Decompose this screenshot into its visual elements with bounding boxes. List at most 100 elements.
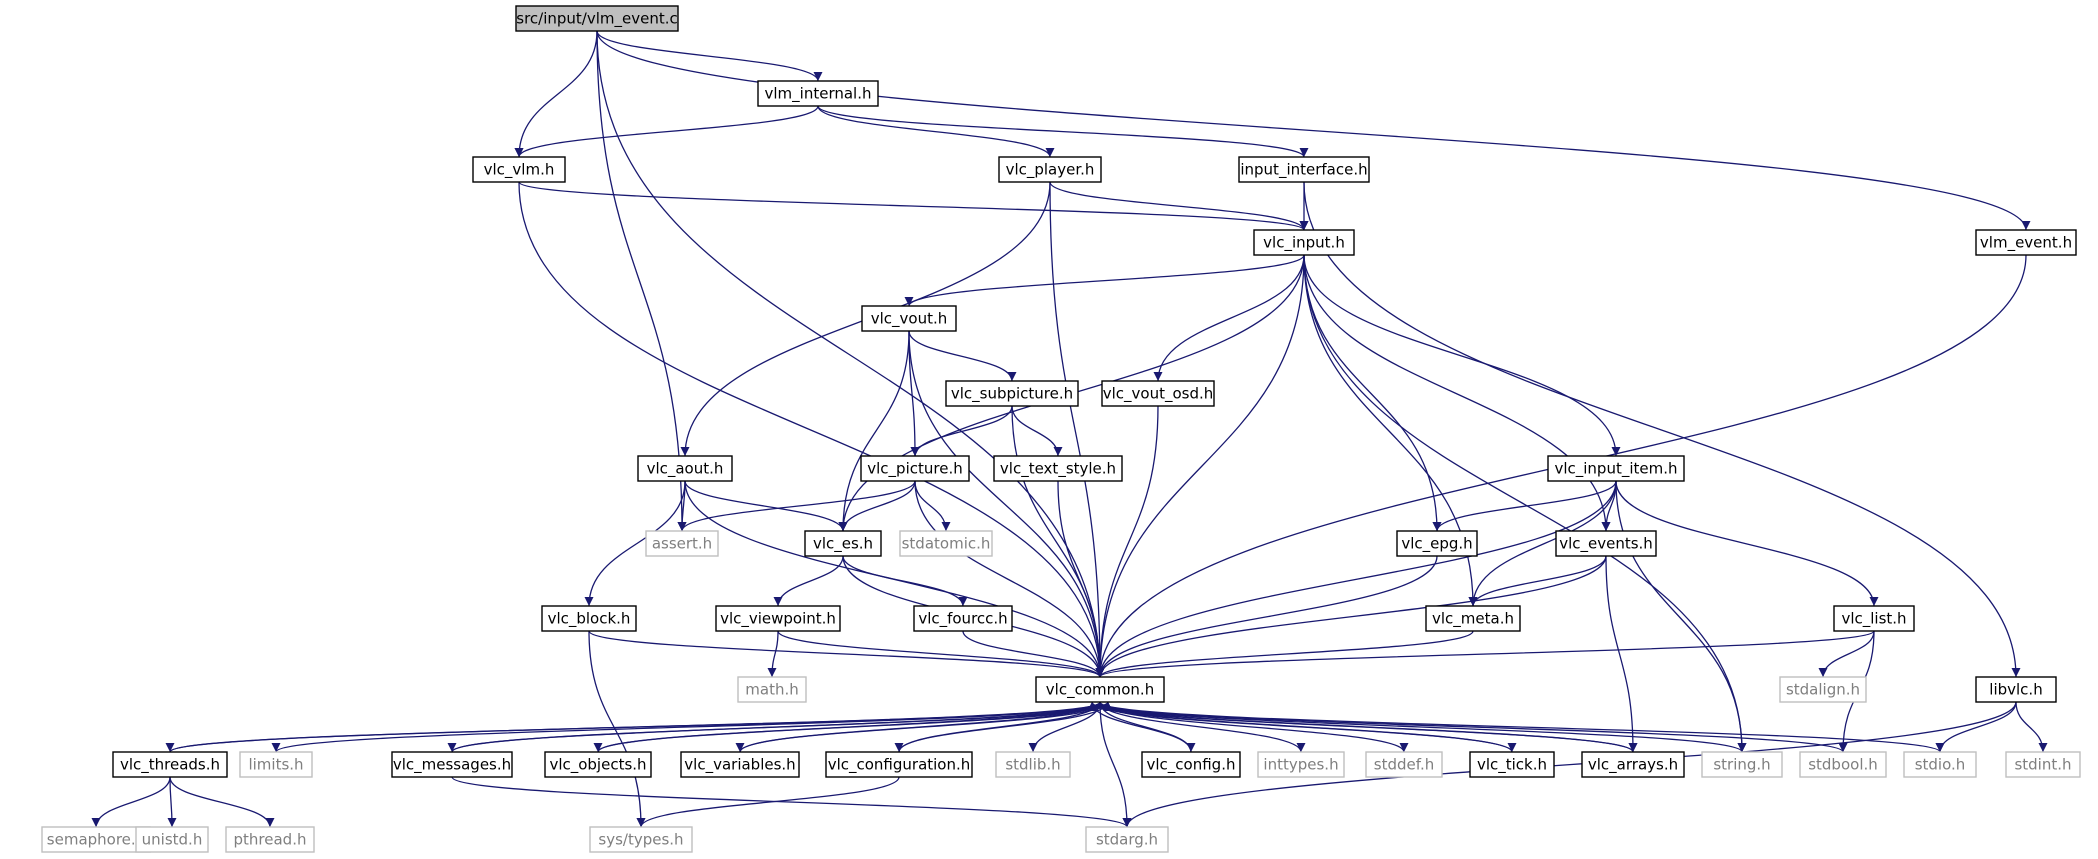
edge-vlc_aout-to-vlc_es: [684, 480, 848, 532]
node-vlc-player[interactable]: vlc_player.h: [998, 156, 1102, 183]
node-vlc-config[interactable]: vlc_config.h: [1141, 751, 1241, 778]
edge-line: [514, 30, 598, 158]
node-vlc-objects[interactable]: vlc_objects.h: [544, 751, 652, 778]
node-vlc-messages[interactable]: vlc_messages.h: [391, 751, 513, 778]
edge-line: [584, 480, 686, 607]
node-label: vlc_configuration.h: [828, 756, 971, 775]
edge-line: [1935, 701, 2017, 753]
node-vlc-input-item[interactable]: vlc_input_item.h: [1547, 455, 1685, 482]
node-vlc-input[interactable]: vlc_input.h: [1253, 229, 1355, 256]
node-label: vlc_events.h: [1559, 535, 1653, 554]
node-vlc-meta[interactable]: vlc_meta.h: [1425, 605, 1521, 632]
edge-vlc_threads-to-unistd: [167, 776, 177, 828]
node-label: vlc_es.h: [813, 535, 873, 554]
edge-line: [1303, 254, 1747, 753]
node-vlc-fourcc[interactable]: vlc_fourcc.h: [913, 605, 1013, 632]
node-vlc-vout-osd[interactable]: vlc_vout_osd.h: [1101, 380, 1215, 407]
edge-vlc_events-to-vlc_common: [1095, 555, 1607, 678]
node-box: [239, 751, 313, 778]
node-vlc-subpicture[interactable]: vlc_subpicture.h: [945, 380, 1079, 407]
edge-line: [908, 330, 1105, 678]
edge-line: [91, 776, 171, 828]
node-vlc-threads[interactable]: vlc_threads.h: [112, 751, 228, 778]
node-vlc-events[interactable]: vlc_events.h: [1555, 530, 1657, 557]
node-box: [913, 605, 1013, 632]
edge-vlc_es-to-vlc_fourcc: [842, 555, 968, 607]
edge-vlc_input-to-vlc_common: [1095, 254, 1305, 678]
node-label: inttypes.h: [1263, 756, 1338, 774]
node-vlm-internal[interactable]: vlm_internal.h: [757, 80, 879, 107]
node-vlc-list[interactable]: vlc_list.h: [1833, 605, 1915, 632]
node-vlc-vout[interactable]: vlc_vout.h: [861, 305, 957, 332]
node-label: vlc_variables.h: [684, 756, 795, 775]
node-label: vlc_input.h: [1263, 234, 1345, 253]
edge-line: [2015, 701, 2048, 753]
edge-line: [1095, 480, 1617, 678]
edge-line: [451, 776, 1132, 828]
edge-line: [596, 30, 823, 82]
edge-vlc_vout-to-vlc_es: [838, 330, 910, 532]
edge-vlc_input_item-to-vlc_meta: [1468, 480, 1617, 607]
node-box: [861, 305, 957, 332]
edge-vlc_player-to-vlc_input: [1049, 181, 1309, 231]
node-box: [1555, 530, 1657, 557]
edge-vlc_configuration-to-sys_types: [636, 776, 900, 828]
edge-line: [1095, 630, 1875, 678]
node-vlc-vlm[interactable]: vlc_vlm.h: [472, 156, 566, 183]
node-vlc-picture[interactable]: vlc_picture.h: [860, 455, 970, 482]
node-box: [1425, 605, 1521, 632]
node-box: [757, 80, 879, 107]
edge-line: [167, 776, 177, 828]
node-label: stdlib.h: [1005, 756, 1060, 774]
edge-line: [636, 776, 900, 828]
node-vlc-tick[interactable]: vlc_tick.h: [1469, 751, 1555, 778]
node-label: sys/types.h: [598, 831, 683, 849]
edge-vlc_picture-to-assert: [677, 480, 916, 532]
node-vlc-configuration[interactable]: vlc_configuration.h: [825, 751, 973, 778]
edge-vlc_arrays-to-vlc_common: [1087, 701, 1634, 753]
edge-line: [1011, 405, 1063, 457]
node-label: libvlc.h: [1989, 681, 2042, 699]
node-vlc-es[interactable]: vlc_es.h: [804, 530, 882, 557]
edge-line: [914, 480, 1105, 678]
node-input-interface[interactable]: input_interface.h: [1238, 156, 1370, 183]
node-label: math.h: [745, 681, 798, 699]
edge-vlc_threads-to-pthread: [169, 776, 275, 828]
node-vlc-arrays[interactable]: vlc_arrays.h: [1581, 751, 1685, 778]
node-vlm-event-h[interactable]: vlm_event.h: [1975, 229, 2077, 256]
node-semaphore: semaphore.h: [41, 826, 151, 853]
node-label: assert.h: [652, 535, 712, 553]
node-label: vlc_config.h: [1147, 756, 1236, 775]
node-box: [715, 605, 841, 632]
edge-line: [1153, 254, 1305, 382]
edge-input_interface-to-libvlc: [1303, 181, 2021, 678]
node-vlc-epg[interactable]: vlc_epg.h: [1396, 530, 1478, 557]
edge-vlc_viewpoint-to-math: [767, 630, 779, 678]
node-box: [41, 826, 151, 853]
edge-vlc_vlm-to-vlc_common: [518, 181, 1105, 678]
node-label: vlc_vlm.h: [484, 161, 555, 180]
edge-root-to-assert: [596, 30, 687, 532]
edge-libvlc-to-stdarg: [1122, 701, 2017, 828]
node-vlc-block[interactable]: vlc_block.h: [541, 605, 637, 632]
node-libvlc[interactable]: libvlc.h: [1975, 676, 2057, 703]
edge-line: [1095, 405, 1159, 678]
node-box: [1833, 605, 1915, 632]
node-vlc-aout[interactable]: vlc_aout.h: [637, 455, 733, 482]
edge-line: [1432, 480, 1617, 532]
edge-line: [962, 630, 1105, 678]
node-box: [998, 156, 1102, 183]
edge-line: [1468, 480, 1617, 607]
node-vlc-viewpoint[interactable]: vlc_viewpoint.h: [715, 605, 841, 632]
edge-line: [1057, 480, 1105, 678]
node-vlc-common[interactable]: vlc_common.h: [1035, 676, 1165, 703]
node-box: [645, 530, 719, 557]
node-box: [945, 380, 1079, 407]
node-vlc-variables[interactable]: vlc_variables.h: [680, 751, 800, 778]
node-root[interactable]: src/input/vlm_event.c: [515, 5, 679, 32]
node-label: stdalign.h: [1786, 681, 1860, 699]
node-stdlib: stdlib.h: [995, 751, 1071, 778]
edge-line: [596, 30, 2031, 231]
node-vlc-text-style[interactable]: vlc_text_style.h: [993, 455, 1123, 482]
edge-vlc_es-to-vlc_viewpoint: [773, 555, 844, 607]
